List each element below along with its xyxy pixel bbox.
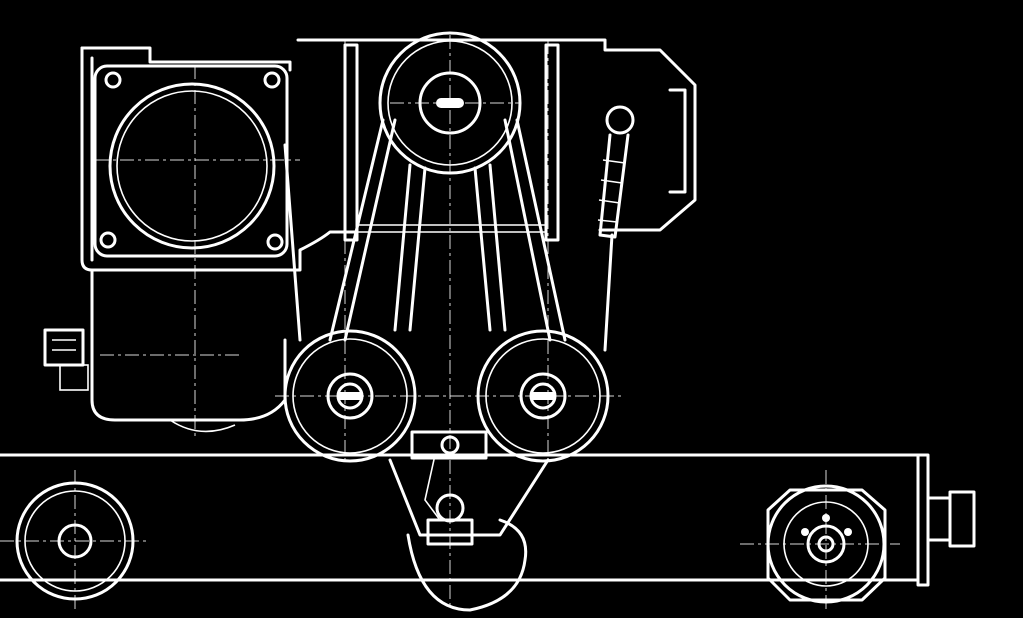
top-pulley [378, 31, 522, 175]
motor [90, 64, 289, 433]
housing [80, 38, 697, 272]
tension-spring [597, 105, 635, 352]
mounting-bolts [99, 71, 284, 251]
connector-box [43, 328, 89, 391]
rail-wheel-right [766, 484, 887, 604]
end-stop [926, 490, 976, 548]
rail-wheel-left [15, 481, 135, 601]
lower-pulley-right [476, 329, 610, 463]
center-lines [0, 35, 900, 610]
hook-block [388, 430, 550, 612]
lower-pulley-left [283, 329, 417, 463]
belt [283, 118, 567, 342]
